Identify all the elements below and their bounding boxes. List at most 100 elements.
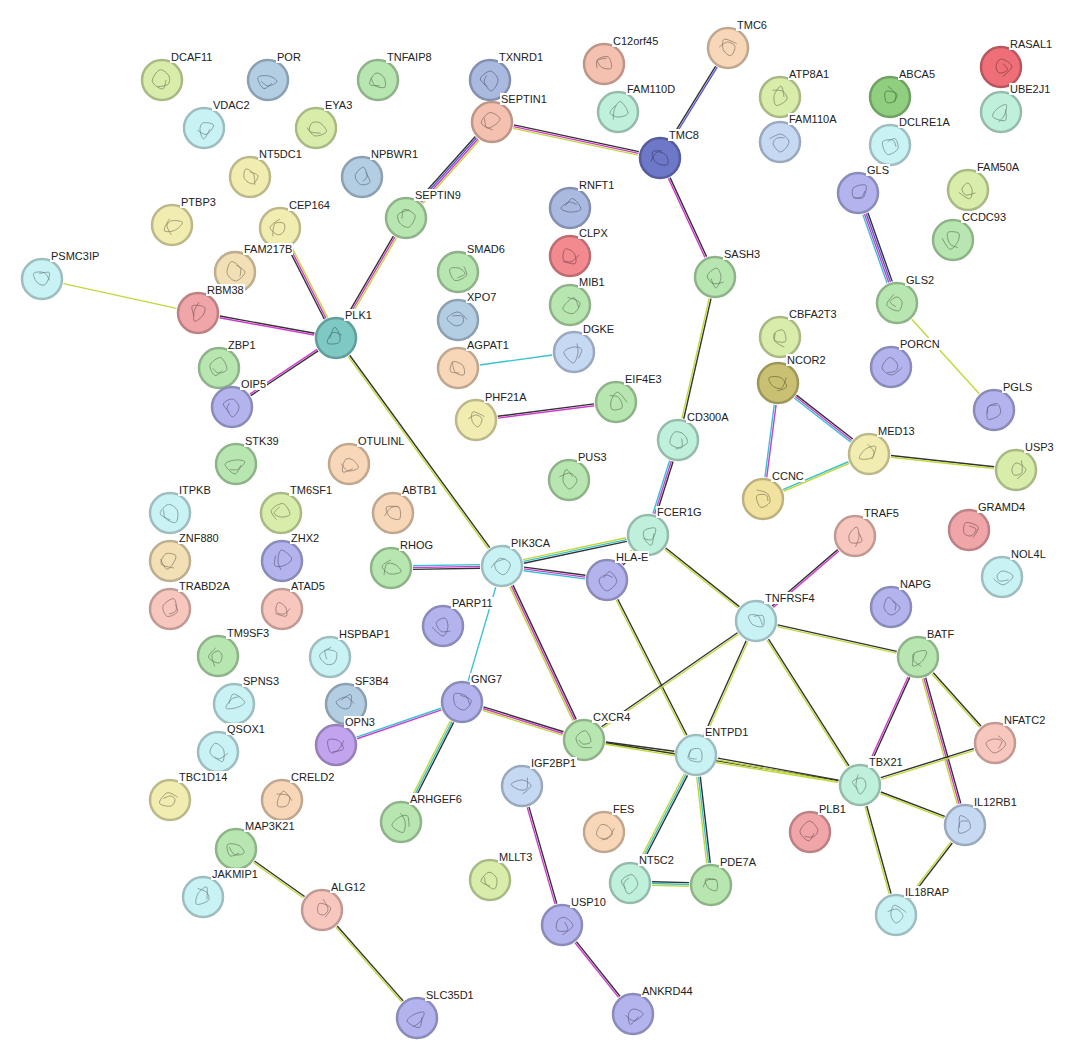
evidence-line — [778, 625, 897, 651]
protein-node: PARP11 — [421, 604, 465, 648]
evidence-line — [638, 774, 684, 863]
evidence-line — [684, 299, 711, 419]
node-label: PLB1 — [818, 803, 847, 815]
evidence-line — [642, 775, 688, 864]
node-circle — [176, 291, 220, 335]
node-label: UBE2J1 — [1009, 83, 1051, 95]
node-circle — [979, 90, 1023, 134]
node-circle — [674, 733, 718, 777]
node-label: ZNF880 — [178, 532, 220, 544]
protein-node: SLC35D1 — [395, 996, 439, 1040]
evidence-line — [868, 677, 908, 765]
protein-node: HSPBAP1 — [308, 635, 352, 679]
node-circle — [758, 120, 802, 164]
protein-node: TRAF5 — [833, 514, 877, 558]
node-label: CLPX — [578, 227, 609, 239]
interaction-edge — [912, 319, 979, 393]
evidence-line — [697, 777, 707, 863]
interaction-edge — [63, 284, 176, 309]
node-circle — [308, 635, 352, 679]
node-label: PDE7A — [719, 856, 757, 868]
protein-node: XPO7 — [436, 298, 480, 342]
protein-node: GNG7 — [440, 680, 484, 724]
node-label: EIF4E3 — [624, 373, 663, 385]
protein-node: NPBWR1 — [340, 155, 384, 199]
node-circle — [943, 803, 987, 847]
node-label: ABCA5 — [898, 68, 936, 80]
node-circle — [582, 810, 626, 854]
node-label: POR — [276, 51, 302, 63]
node-circle — [395, 996, 439, 1040]
evidence-line — [767, 405, 776, 477]
evidence-line — [866, 213, 890, 282]
protein-node: SMAD6 — [436, 250, 480, 294]
protein-node: TM9SF3 — [196, 634, 240, 678]
node-circle — [148, 778, 192, 822]
protein-node: NT5DC1 — [228, 155, 272, 199]
protein-node: IGF2BP1 — [500, 764, 544, 808]
node-label: NAPG — [899, 578, 932, 590]
interaction-edge — [668, 178, 706, 258]
evidence-line — [347, 237, 395, 319]
protein-node: UBE2J1 — [979, 90, 1023, 134]
protein-node: PGLS — [972, 388, 1016, 432]
protein-node: TM6SF1 — [259, 491, 303, 535]
node-circle — [379, 800, 423, 844]
node-circle — [540, 903, 584, 947]
node-circle — [980, 555, 1024, 599]
evidence-line — [219, 318, 314, 335]
protein-node: ARHGEF6 — [379, 800, 423, 844]
evidence-line — [665, 549, 739, 608]
protein-node: PIK3CA — [480, 544, 524, 588]
node-label: ZHX2 — [290, 532, 320, 544]
evidence-line — [767, 640, 847, 767]
evidence-line — [933, 673, 981, 726]
evidence-line — [413, 568, 480, 569]
protein-node: AGPAT1 — [436, 346, 480, 390]
interaction-edge — [765, 405, 776, 478]
node-label: ZBP1 — [227, 339, 257, 351]
node-label: ENTPD1 — [704, 726, 749, 738]
node-label: TNFAIP8 — [386, 51, 433, 63]
protein-node: STK39 — [214, 442, 258, 486]
node-circle — [608, 861, 652, 905]
protein-node: SEPTIN9 — [384, 196, 428, 240]
node-label: SF3B4 — [354, 675, 390, 687]
node-circle — [946, 168, 990, 212]
node-label: DCAF11 — [170, 51, 213, 63]
node-circle — [548, 283, 592, 327]
node-circle — [693, 255, 737, 299]
node-circle — [788, 810, 832, 854]
protein-node: PHF21A — [454, 398, 498, 442]
node-circle — [562, 718, 606, 762]
evidence-line — [863, 215, 887, 284]
interaction-edge — [253, 861, 304, 898]
interaction-edge — [510, 585, 577, 721]
node-label: FAM110D — [626, 83, 676, 95]
node-label: TM6SF1 — [289, 484, 333, 496]
node-circle — [436, 250, 480, 294]
protein-node: NOL4L — [980, 555, 1024, 599]
node-circle — [931, 218, 975, 262]
node-label: CBFA2T3 — [788, 308, 838, 320]
interaction-edge — [922, 678, 961, 805]
protein-node: NCOR2 — [756, 361, 800, 405]
interaction-edge — [777, 625, 896, 653]
protein-node: QSOX1 — [196, 730, 240, 774]
protein-node: ABTB1 — [371, 491, 415, 535]
node-label: MAP3K21 — [244, 820, 296, 832]
evidence-line — [671, 66, 716, 139]
node-circle — [874, 893, 918, 937]
evidence-line — [524, 567, 585, 575]
node-label: RHOG — [399, 539, 434, 551]
evidence-line — [795, 397, 851, 441]
protein-node: DCLRE1A — [868, 123, 912, 167]
protein-node: RHOG — [369, 546, 413, 590]
node-circle — [260, 778, 304, 822]
protein-node: USP3 — [994, 448, 1038, 492]
node-label: ARHGEF6 — [409, 793, 463, 805]
evidence-line — [891, 455, 994, 466]
node-label: RNFT1 — [578, 179, 615, 191]
interaction-edge — [932, 673, 981, 727]
evidence-line — [924, 678, 959, 804]
